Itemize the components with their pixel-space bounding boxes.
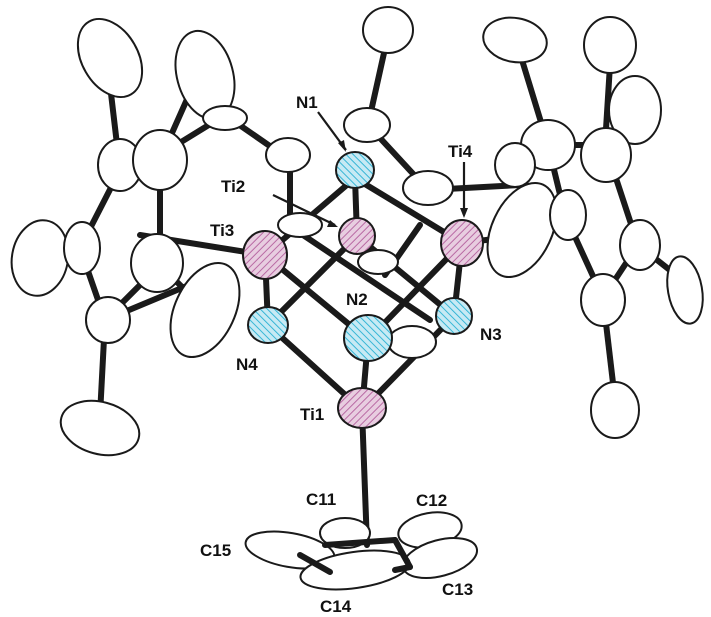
label-n2: N2 [346, 290, 368, 309]
carbon-ellipsoid [10, 219, 70, 297]
carbon-atoms [10, 6, 704, 591]
arrow-ti4-head [460, 208, 468, 218]
bond-back-1 [297, 230, 433, 323]
atom-n2 [343, 314, 393, 362]
carbon-ellipsoid [486, 181, 558, 279]
bond-ti2-n4 [265, 233, 360, 328]
nitrogen-atoms [247, 151, 473, 362]
label-ti1: Ti1 [300, 405, 324, 424]
bond-c12-c13 [392, 537, 413, 570]
bond-c14-c13 [392, 564, 413, 573]
arrow-ti2 [272, 194, 336, 226]
carbon-ellipsoid [202, 105, 248, 131]
label-c14: C14 [320, 597, 352, 616]
label-c12: C12 [416, 491, 447, 510]
label-c11: C11 [306, 490, 336, 509]
carbon-ellipsoid [59, 399, 141, 457]
carbon-ellipsoid [549, 189, 587, 241]
label-n3: N3 [480, 325, 502, 344]
carbon-ellipsoid [583, 16, 637, 74]
atom-labels: N1 Ti2 Ti4 Ti3 N2 N3 N4 Ti1 C11 C12 C13 … [200, 93, 502, 616]
carbon-ellipsoid [132, 129, 188, 191]
carbon-ellipsoid [130, 233, 184, 293]
carbon-ellipsoid [85, 296, 131, 344]
label-n4: N4 [236, 355, 258, 374]
carbon-ellipsoid [590, 381, 640, 439]
titanium-atoms [242, 217, 484, 429]
carbon-ellipsoid [482, 16, 548, 64]
atom-ti2 [338, 217, 376, 255]
atom-ti1 [337, 387, 387, 429]
label-ti4: Ti4 [448, 142, 473, 161]
carbon-ellipsoid [362, 6, 414, 54]
carbon-ellipsoid [169, 261, 241, 359]
carbon-ellipsoid [608, 75, 662, 145]
atom-ti3 [242, 230, 288, 280]
carbon-ellipsoid [494, 142, 536, 188]
atom-ti4 [440, 219, 484, 267]
bond-c15-c14 [297, 552, 333, 575]
carbon-ellipsoid [265, 137, 311, 173]
atom-n3 [435, 297, 473, 335]
carbon-ellipsoid [387, 325, 437, 359]
label-ti3: Ti3 [210, 221, 234, 240]
carbon-ellipsoid [277, 212, 323, 238]
arrow-n1-head [338, 140, 346, 152]
label-c13: C13 [442, 580, 473, 599]
atom-n4 [247, 306, 289, 344]
carbon-ellipsoid [63, 221, 101, 275]
cp-ring-bonds [297, 537, 413, 575]
label-n1: N1 [296, 93, 318, 112]
label-ti2: Ti2 [221, 177, 245, 196]
atom-n1 [335, 151, 375, 189]
carbon-ellipsoid [580, 127, 632, 183]
bond-c11-c12 [322, 537, 398, 548]
carbon-ellipsoid [402, 170, 454, 206]
label-c15: C15 [200, 541, 231, 560]
carbon-ellipsoid [580, 273, 626, 327]
bond-ti1-cp [359, 407, 370, 548]
arrow-ti2-head [327, 220, 338, 227]
carbon-ellipsoid [357, 249, 399, 275]
carbon-ellipsoid [666, 255, 704, 325]
carbon-ellipsoid [76, 18, 144, 98]
carbon-ellipsoid [619, 219, 661, 271]
carbon-ellipsoid [343, 107, 391, 143]
label-arrows [272, 111, 468, 227]
